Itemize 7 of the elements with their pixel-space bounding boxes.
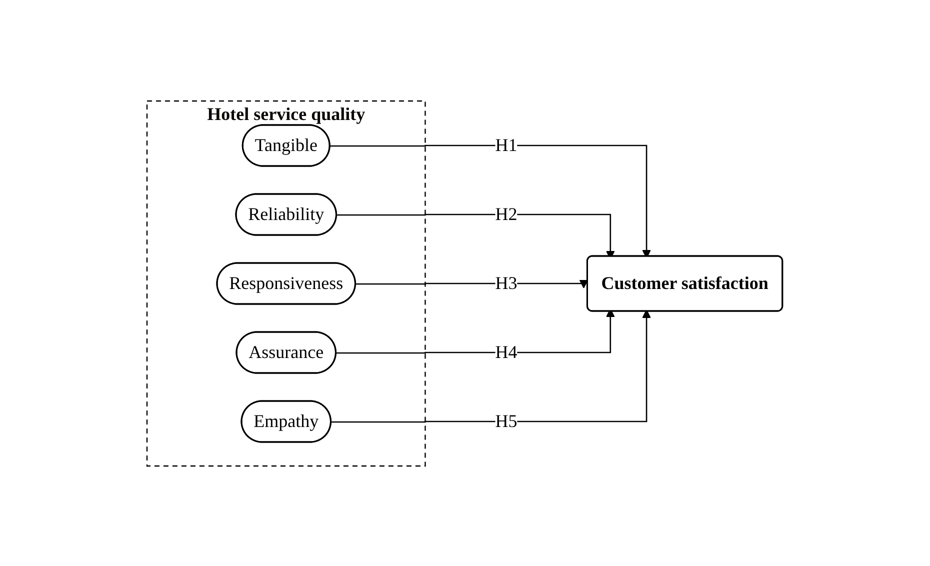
edge-label: H4 (496, 341, 518, 362)
arrow (356, 279, 588, 288)
arrow (332, 309, 652, 422)
edge-label: H3 (496, 272, 518, 292)
edge-label: H5 (496, 410, 518, 430)
edge-label: H1 (496, 134, 518, 154)
edge-label: H2 (496, 203, 518, 224)
